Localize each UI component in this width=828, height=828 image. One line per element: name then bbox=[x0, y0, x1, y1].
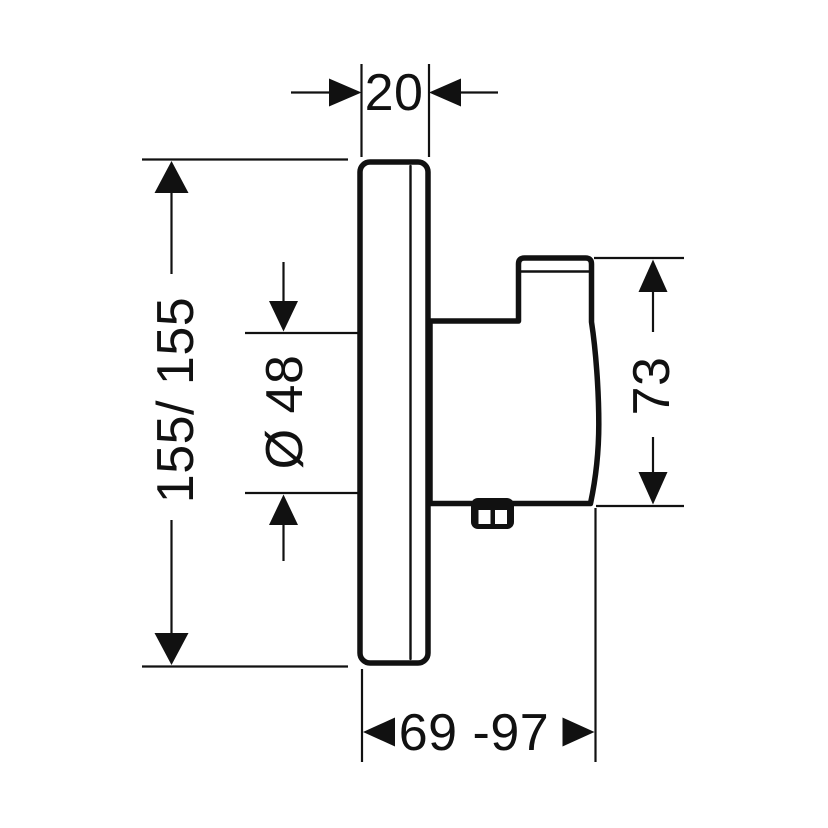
arrowhead-up-icon bbox=[638, 259, 668, 292]
shutoff-stop-housing bbox=[471, 498, 514, 529]
dim-faceplate bbox=[142, 158, 348, 668]
wall-plate bbox=[357, 159, 431, 666]
arrowhead-up-icon bbox=[154, 161, 189, 193]
arrowhead-down-icon bbox=[154, 633, 189, 665]
dim-label-thickness: 20 bbox=[365, 64, 424, 122]
shutoff-stop-window-right bbox=[495, 510, 507, 524]
arrowhead-right-icon bbox=[562, 717, 595, 747]
shutoff-stop-window-left bbox=[478, 510, 491, 524]
arrowhead-down-icon bbox=[269, 301, 298, 332]
arrowhead-down-icon bbox=[638, 472, 668, 505]
arrowhead-right-icon bbox=[329, 78, 362, 107]
arrowhead-up-icon bbox=[269, 494, 298, 525]
dim-diameter bbox=[245, 262, 358, 561]
dim-height bbox=[594, 256, 684, 508]
dim-depth bbox=[360, 508, 597, 762]
dim-label-depth: 69 -97 bbox=[399, 704, 549, 762]
dim-thickness bbox=[291, 64, 498, 157]
shutoff-stop bbox=[471, 498, 514, 529]
dim-label-faceplate: 155/ 155 bbox=[147, 297, 205, 503]
arrowhead-left-icon bbox=[429, 78, 461, 107]
valve-body bbox=[427, 255, 602, 507]
dim-label-height: 73 bbox=[623, 357, 681, 416]
arrowhead-left-icon bbox=[363, 717, 395, 747]
dim-label-diameter: Ø 48 bbox=[256, 355, 314, 470]
